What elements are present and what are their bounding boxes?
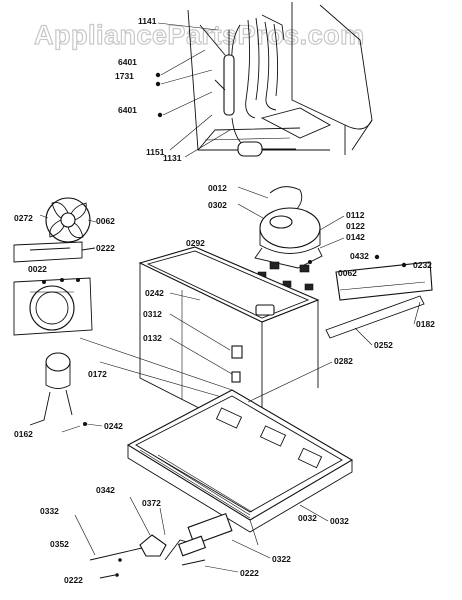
callout-0372: 0372 — [142, 498, 161, 508]
fan-shroud-bracket — [13, 241, 96, 263]
callout-0242-b: 0242 — [104, 421, 123, 431]
callout-0022: 0022 — [28, 264, 47, 274]
callout-0182: 0182 — [416, 319, 435, 329]
callout-0282: 0282 — [334, 356, 353, 366]
callout-6401-a: 6401 — [118, 57, 137, 67]
callout-0252: 0252 — [374, 340, 393, 350]
callout-0062-b: 0062 — [338, 268, 357, 278]
callout-0112: 0112 — [346, 210, 365, 220]
callout-0122: 0122 — [346, 221, 365, 231]
callout-6401-b: 6401 — [118, 105, 137, 115]
fan-motor — [29, 352, 81, 433]
relay-overload-assembly — [74, 496, 271, 579]
callout-1731: 1731 — [115, 71, 134, 81]
callout-0302: 0302 — [208, 200, 227, 210]
callout-0132: 0132 — [143, 333, 162, 343]
base-tray — [126, 389, 354, 546]
callout-0292: 0292 — [186, 238, 205, 248]
callout-0322: 0322 — [272, 554, 291, 564]
callout-1131: 1131 — [163, 153, 182, 163]
callout-0222-c: 0222 — [64, 575, 83, 585]
callout-0432: 0432 — [350, 251, 369, 261]
callout-0222-b: 0222 — [240, 568, 259, 578]
callout-0232: 0232 — [413, 260, 432, 270]
callout-0032-b: 0032 — [298, 513, 317, 523]
callout-0272: 0272 — [14, 213, 33, 223]
callout-0242-a: 0242 — [145, 288, 164, 298]
callout-0162: 0162 — [14, 429, 33, 439]
callout-0312: 0312 — [143, 309, 162, 319]
callout-0012: 0012 — [208, 183, 227, 193]
watermark-text: AppliancePartsPros.com — [34, 20, 365, 50]
callout-0352: 0352 — [50, 539, 69, 549]
side-bracket — [308, 254, 433, 339]
callout-0032-a: 0032 — [330, 516, 349, 526]
compressor-assembly — [237, 186, 323, 291]
fan-motor-frame — [13, 277, 93, 336]
callout-1151: 1151 — [146, 147, 165, 157]
callout-0062-a: 0062 — [96, 216, 115, 226]
callout-0142: 0142 — [346, 232, 365, 242]
callout-0222-a: 0222 — [96, 243, 115, 253]
compressor-cover — [138, 246, 320, 441]
callout-0332: 0332 — [40, 506, 59, 516]
callout-0342: 0342 — [96, 485, 115, 495]
condenser-fan — [39, 197, 97, 243]
evaporator-assembly — [155, 2, 373, 158]
callout-0172: 0172 — [88, 369, 107, 379]
callout-1141: 1141 — [138, 16, 157, 26]
